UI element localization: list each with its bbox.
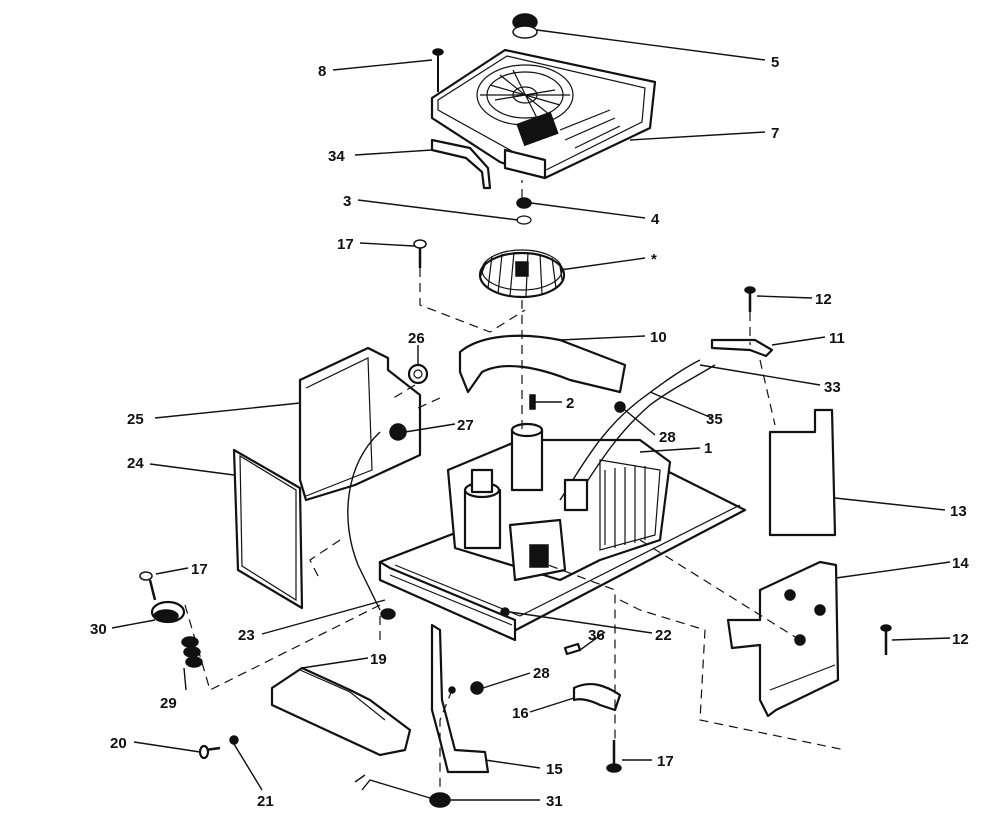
label-21: 21: [257, 793, 274, 810]
label-2: 2: [566, 395, 574, 412]
label-7: 7: [771, 125, 779, 142]
baffle-10: [458, 334, 627, 394]
screw-17-top: [413, 239, 427, 268]
label-24: 24: [127, 455, 144, 472]
key-2: [529, 394, 536, 410]
bracket-15: [430, 623, 490, 774]
grommet-28-lower: [470, 681, 484, 695]
spring-29: [181, 636, 203, 668]
label-17-bottom: 17: [657, 753, 674, 770]
screw-8: [432, 48, 444, 92]
label-26: 26: [408, 330, 425, 347]
label-36: 36: [588, 627, 605, 644]
nut-4: [516, 197, 532, 209]
label-23: 23: [238, 627, 255, 644]
leader-lines: [111, 29, 951, 801]
label-28-lower: 28: [533, 665, 550, 682]
clamp-23: [380, 608, 396, 620]
label-17-top: 17: [337, 236, 354, 253]
label-31: 31: [546, 793, 563, 810]
label-29: 29: [160, 695, 177, 712]
label-27: 27: [457, 417, 474, 434]
label-30: 30: [90, 621, 107, 638]
screw-17-left: [139, 571, 157, 601]
screw-17-bottom: [606, 740, 622, 773]
bracket-16: [572, 682, 622, 712]
engine-frame-1: [378, 359, 747, 642]
clip-11: [710, 338, 774, 358]
label-35: 35: [706, 411, 723, 428]
cap-30: [150, 600, 186, 624]
flywheel: [478, 249, 566, 299]
grommet-28-upper: [614, 401, 626, 413]
label-10: 10: [650, 329, 667, 346]
knob-cap: [512, 13, 538, 39]
blower-housing-cover: [430, 48, 657, 180]
label-8: 8: [318, 63, 326, 80]
label-22: 22: [655, 627, 672, 644]
panel-13: [768, 408, 837, 537]
bracket-34: [430, 138, 492, 190]
hose-23: [347, 431, 381, 611]
label-34: 34: [328, 148, 345, 165]
label-12-bottom: 12: [952, 631, 969, 648]
grommet-26: [407, 363, 429, 385]
label-15: 15: [546, 761, 563, 778]
label-28-upper: 28: [659, 429, 676, 446]
label-14: 14: [952, 555, 969, 572]
label-11: 11: [829, 330, 845, 347]
label-4: 4: [651, 211, 660, 228]
label-13: 13: [950, 503, 967, 520]
label-25: 25: [127, 411, 144, 428]
bolt-22: [500, 607, 510, 617]
screw-12-top: [744, 286, 756, 312]
pin-36: [563, 642, 582, 656]
label-33: 33: [824, 379, 841, 396]
label-20: 20: [110, 735, 127, 752]
assembly-lines: [184, 180, 846, 790]
label-12-top: 12: [815, 291, 832, 308]
washer-3: [516, 215, 532, 225]
channel-19: [270, 666, 412, 757]
screw-20: [198, 744, 221, 760]
screw-12-bottom: [880, 624, 892, 655]
label-16: 16: [512, 705, 529, 722]
label-5: 5: [771, 54, 779, 71]
side-shroud-25: [298, 346, 422, 502]
label-flywheel-star: *: [651, 251, 657, 268]
panel-24: [232, 448, 304, 610]
label-17-left: 17: [191, 561, 208, 578]
bracket-plate-14: [726, 560, 840, 718]
part-labels: 8 5 34 7 3 4 17 * 12 11 10 26 33 25 2 35…: [90, 54, 969, 810]
label-3: 3: [343, 193, 351, 210]
label-1: 1: [704, 440, 712, 457]
label-19: 19: [370, 651, 387, 668]
rivet-21: [229, 735, 239, 745]
part-31: [354, 774, 451, 808]
